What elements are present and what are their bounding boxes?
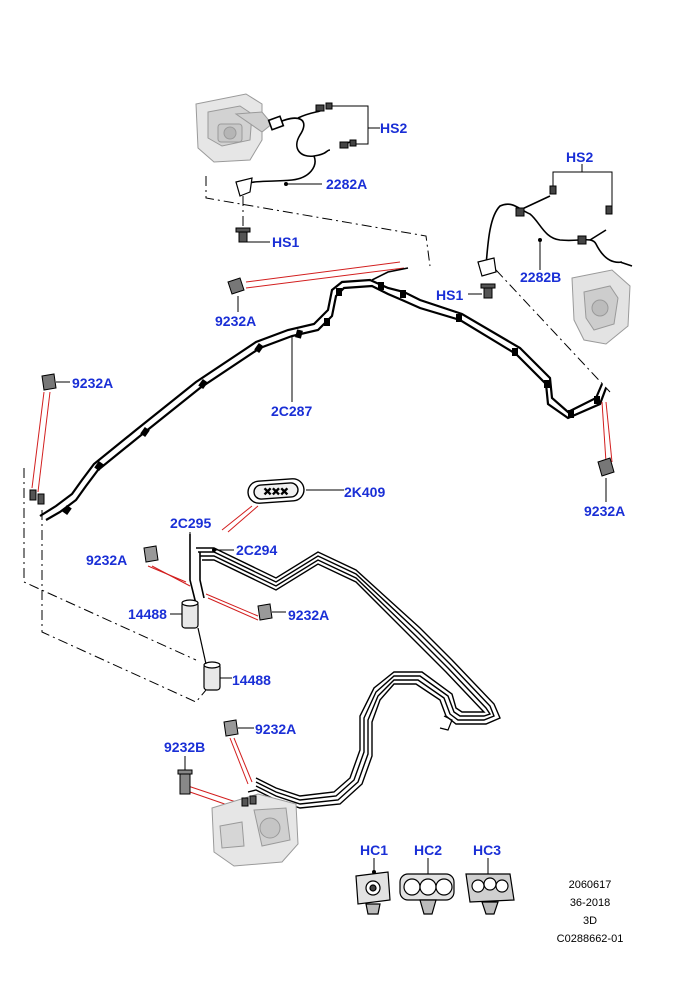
brake-pipe-2c294 bbox=[196, 547, 501, 809]
phantom-line-right bbox=[495, 269, 611, 393]
abs-bottom-ports bbox=[241, 795, 257, 807]
fitting-9232a-1 bbox=[227, 277, 245, 295]
brake-pipe-2c295 bbox=[189, 534, 205, 605]
fitting-9232a-5 bbox=[257, 603, 273, 621]
hs2-right-fasteners bbox=[515, 185, 613, 245]
pipe-2c287-clips bbox=[62, 282, 600, 515]
callout-2k409: 2K409 bbox=[344, 484, 386, 500]
phantom-lines-top bbox=[205, 176, 431, 267]
fitting-9232a-4 bbox=[143, 545, 159, 563]
fitting-9232a-6 bbox=[223, 719, 239, 737]
clip-hc2 bbox=[399, 873, 455, 915]
ref-view: 3D bbox=[582, 915, 598, 927]
callout-9232a-4: 9232A bbox=[86, 552, 128, 568]
clip-hc1 bbox=[355, 871, 391, 915]
callout-14488-1: 14488 bbox=[128, 606, 167, 622]
red-leaders-1 bbox=[245, 261, 405, 289]
red-leaders-5 bbox=[147, 565, 259, 621]
brake-pipe-2c287 bbox=[39, 267, 608, 521]
callout-hc2: HC2 bbox=[414, 842, 443, 858]
left-end-fittings bbox=[29, 489, 45, 505]
callout-9232a-5: 9232A bbox=[288, 607, 330, 623]
callout-hs2-top: HS2 bbox=[380, 120, 408, 136]
abs-caliper-right bbox=[571, 269, 631, 345]
callout-2282a: 2282A bbox=[326, 176, 368, 192]
valve-link bbox=[197, 627, 207, 665]
hs2-top-bracket bbox=[332, 105, 380, 145]
callout-2c294: 2C294 bbox=[236, 542, 278, 558]
callout-2c287: 2C287 bbox=[271, 403, 313, 419]
ref-code: C0288662-01 bbox=[556, 933, 624, 945]
hs2-top-fasteners bbox=[315, 102, 357, 149]
svg-text:✕✕✕: ✕✕✕ bbox=[263, 487, 288, 498]
callout-hc3: HC3 bbox=[473, 842, 502, 858]
red-leaders-2 bbox=[31, 391, 51, 493]
callout-hs1-top: HS1 bbox=[272, 234, 300, 250]
mount-bracket-top bbox=[235, 177, 253, 197]
callout-hs1-right: HS1 bbox=[436, 287, 464, 303]
callout-9232a-1: 9232A bbox=[215, 313, 257, 329]
valve-14488-1 bbox=[181, 599, 199, 629]
callout-hc1: HC1 bbox=[360, 842, 389, 858]
clip-hc3 bbox=[465, 873, 515, 915]
callout-9232b: 9232B bbox=[164, 739, 206, 755]
callout-9232a-2: 9232A bbox=[72, 375, 114, 391]
fitting-9232b bbox=[177, 769, 193, 795]
abs-modulator-bottom bbox=[211, 793, 299, 867]
mount-bracket-right bbox=[477, 257, 497, 277]
grommet-2k409: ✕✕✕ bbox=[247, 478, 305, 504]
abs-modulator-top bbox=[195, 93, 273, 163]
callout-9232a-3: 9232A bbox=[584, 503, 626, 519]
bolt-hs1-right bbox=[480, 283, 496, 299]
phantom-lines-left bbox=[23, 468, 207, 703]
callout-9232a-6: 9232A bbox=[255, 721, 297, 737]
fitting-9232a-2 bbox=[41, 373, 57, 391]
ref-date: 36-2018 bbox=[569, 897, 611, 909]
hs2-right-bracket bbox=[552, 164, 613, 206]
wheel-speed-sensor-2282b bbox=[485, 195, 633, 267]
ref-number: 2060617 bbox=[568, 879, 612, 891]
callout-hs2-right: HS2 bbox=[566, 149, 594, 165]
callout-2282b: 2282B bbox=[520, 269, 562, 285]
callout-14488-2: 14488 bbox=[232, 672, 271, 688]
red-leaders-3 bbox=[601, 401, 613, 463]
fitting-9232a-3 bbox=[597, 457, 615, 477]
valve-14488-2 bbox=[203, 661, 221, 691]
callout-2c295: 2C295 bbox=[170, 515, 212, 531]
bolt-hs1-top bbox=[235, 227, 251, 243]
red-leaders-4 bbox=[221, 505, 259, 533]
